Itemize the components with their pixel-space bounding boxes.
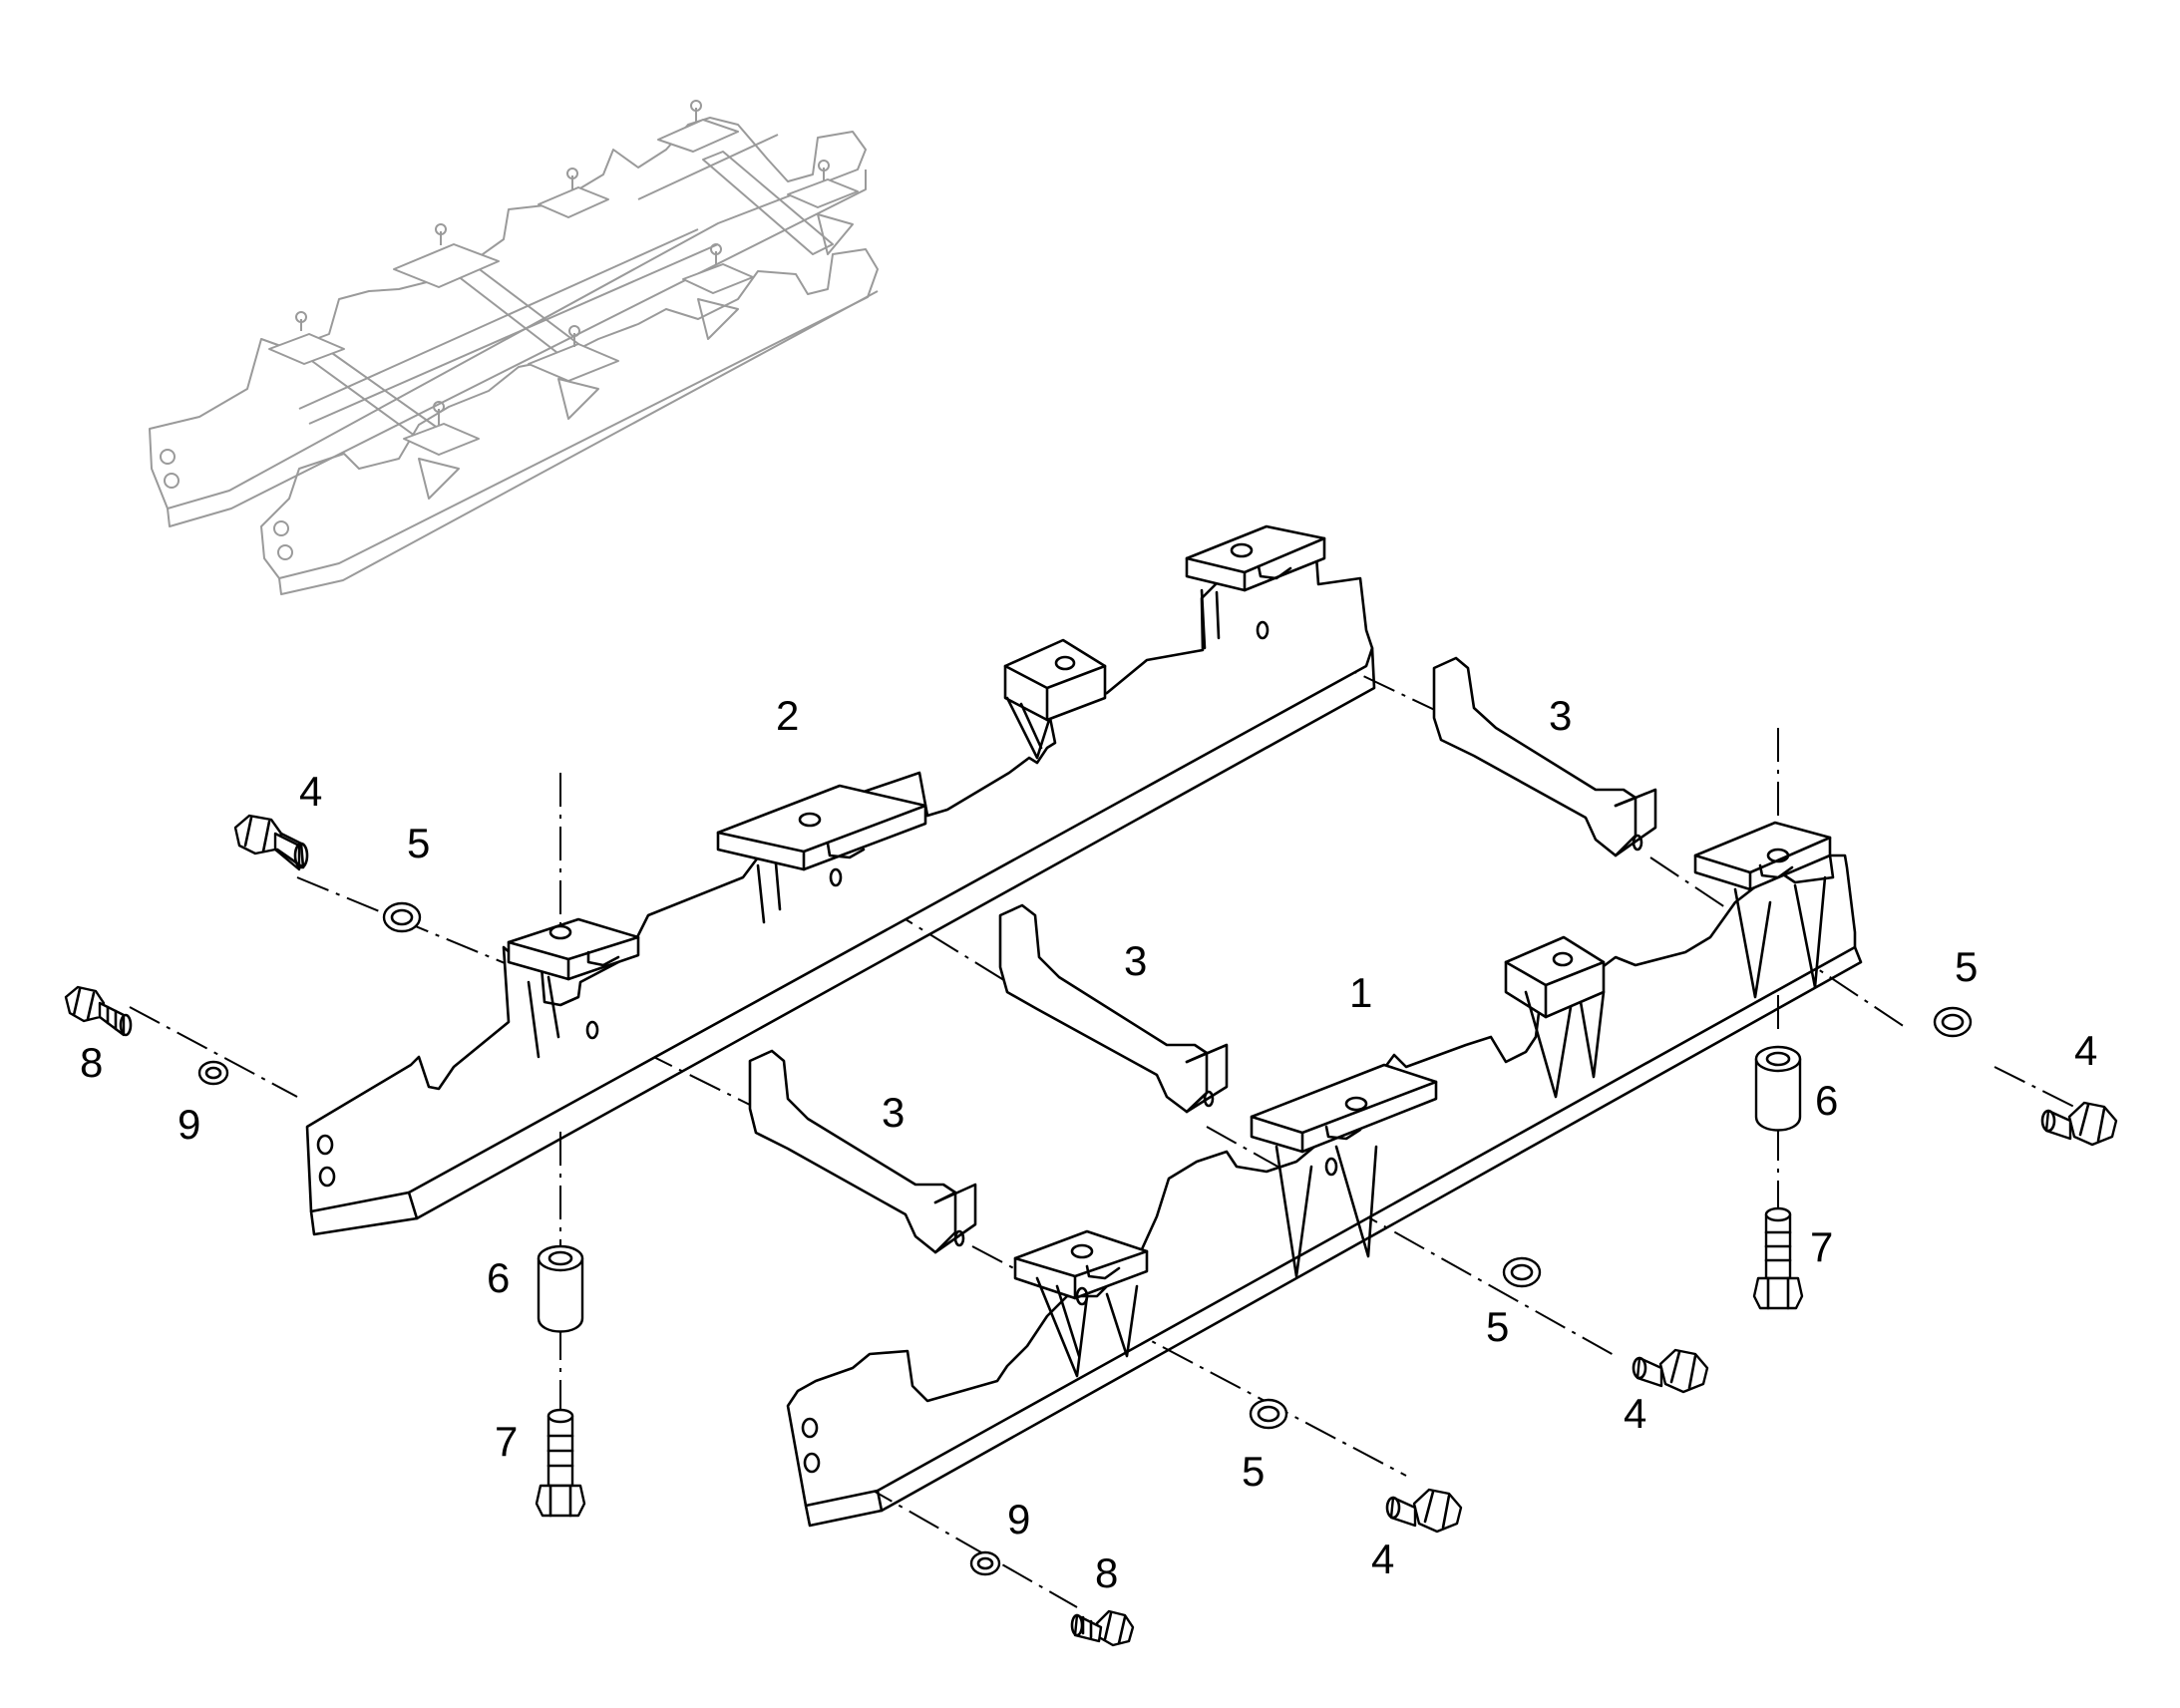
label-crossbar-top: 3 [1549,692,1572,739]
washer-low [1249,1398,1288,1430]
label-bolt-low: 4 [1371,1536,1394,1582]
crossbar-middle [998,903,1229,1114]
washer-small-right [969,1550,1001,1576]
washer-right-top [1933,1006,1973,1038]
label-washer-mid: 5 [1486,1303,1509,1350]
crossbar-low [748,1049,977,1254]
label-screw-right: 8 [1095,1549,1118,1596]
label-washer-left-top: 5 [407,820,430,866]
crossbar-top [1432,656,1657,857]
label-washer-right-top: 5 [1955,943,1978,990]
assembly-overview-thumbnail [149,100,879,595]
label-crossbar-low: 3 [882,1089,905,1136]
label-pin-right: 7 [1810,1223,1833,1270]
label-washer-low: 5 [1242,1448,1265,1495]
bolt-right-top [2040,1101,2118,1147]
label-washer-small-left: 9 [178,1101,200,1148]
bushing-right [1754,1045,1802,1132]
screw-left [64,985,133,1037]
label-rail-right: 1 [1349,969,1372,1016]
bolt-mid [1632,1348,1709,1394]
label-bushing-right: 6 [1815,1077,1838,1124]
label-rail-left: 2 [776,692,799,739]
label-bolt-left-top: 4 [299,768,322,815]
washer-small-left [197,1060,229,1086]
washer-left-top [382,901,422,933]
bolt-low [1385,1488,1463,1534]
pin-left [535,1408,586,1518]
bolt-left-top [233,814,309,871]
washer-mid [1502,1256,1542,1288]
label-crossbar-middle: 3 [1124,937,1147,984]
label-bushing-left: 6 [487,1254,510,1301]
left-rail [305,524,1376,1236]
label-pin-left: 7 [495,1418,518,1465]
label-bolt-mid: 4 [1624,1390,1646,1437]
label-bolt-right-top: 4 [2074,1027,2097,1074]
pin-right [1752,1206,1804,1310]
callout-labels: 1 2 3 3 3 4 5 5 4 5 4 5 4 6 6 7 7 8 9 9 … [80,692,2097,1596]
label-washer-small-right: 9 [1007,1496,1030,1542]
screw-right [1070,1609,1135,1647]
right-rail [786,821,1863,1528]
label-screw-left: 8 [80,1039,103,1086]
bushing-left [537,1244,584,1333]
